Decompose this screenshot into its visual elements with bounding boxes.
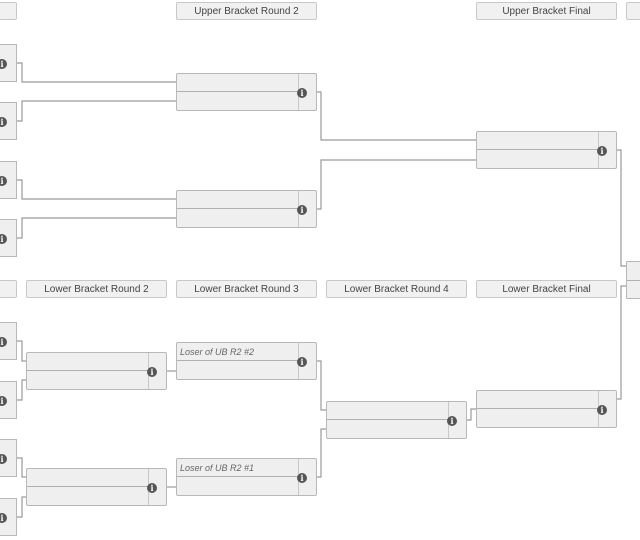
lb-round3-header: Lower Bracket Round 3 xyxy=(176,280,317,298)
lb-r1-match-2[interactable] xyxy=(0,381,17,419)
team-slot-placeholder[interactable]: Loser of UB R2 #1 xyxy=(177,459,299,477)
team-slot[interactable] xyxy=(177,191,299,209)
lb-r3-match-2[interactable]: Loser of UB R2 #1 xyxy=(176,458,317,496)
lb-r1-match-4[interactable] xyxy=(0,498,17,536)
info-icon[interactable] xyxy=(297,88,307,98)
ub-r2-match-1[interactable] xyxy=(176,73,317,111)
ub-final-match[interactable] xyxy=(476,131,617,169)
ub-r1-match-1[interactable] xyxy=(0,44,17,82)
ub-r1-match-3[interactable] xyxy=(0,161,17,199)
info-icon[interactable] xyxy=(0,59,7,69)
ub-round2-header: Upper Bracket Round 2 xyxy=(176,2,317,20)
lb-r2-match-2[interactable] xyxy=(26,468,167,506)
lb-r3-match-1[interactable]: Loser of UB R2 #2 xyxy=(176,342,317,380)
info-icon[interactable] xyxy=(297,357,307,367)
team-slot[interactable] xyxy=(327,420,449,438)
lb-r1-match-1[interactable] xyxy=(0,322,17,360)
lb-r4-match[interactable] xyxy=(326,401,467,439)
lb-round2-header: Lower Bracket Round 2 xyxy=(26,280,167,298)
team-slot[interactable] xyxy=(27,371,149,389)
lb-final-match[interactable] xyxy=(476,390,617,428)
team-slot[interactable] xyxy=(27,469,149,487)
team-slot[interactable] xyxy=(627,262,640,281)
team-slot[interactable] xyxy=(327,402,449,420)
team-slot[interactable] xyxy=(477,391,599,409)
info-icon[interactable] xyxy=(0,513,7,523)
lb-final-header: Lower Bracket Final xyxy=(476,280,617,298)
info-icon[interactable] xyxy=(0,396,7,406)
info-icon[interactable] xyxy=(447,416,457,426)
team-slot[interactable] xyxy=(477,132,599,150)
info-icon[interactable] xyxy=(147,367,157,377)
info-icon[interactable] xyxy=(597,146,607,156)
info-icon[interactable] xyxy=(0,117,7,127)
info-icon[interactable] xyxy=(297,473,307,483)
team-slot[interactable] xyxy=(27,487,149,505)
info-icon[interactable] xyxy=(597,405,607,415)
team-slot[interactable] xyxy=(477,150,599,168)
info-icon[interactable] xyxy=(147,483,157,493)
ub-round3-header-empty xyxy=(326,2,467,20)
team-slot[interactable] xyxy=(177,92,299,110)
team-slot[interactable] xyxy=(177,74,299,92)
lb-r1-match-3[interactable] xyxy=(0,439,17,477)
team-slot[interactable] xyxy=(177,477,299,495)
lb-r2-match-1[interactable] xyxy=(26,352,167,390)
team-slot-placeholder[interactable]: Loser of UB R2 #2 xyxy=(177,343,299,361)
grand-final-match[interactable] xyxy=(626,261,640,299)
lb-round4-header: Lower Bracket Round 4 xyxy=(326,280,467,298)
team-slot[interactable] xyxy=(27,353,149,371)
team-slot[interactable] xyxy=(177,209,299,227)
ub-r1-match-4[interactable] xyxy=(0,219,17,257)
grand-final-header-edge xyxy=(626,2,640,20)
info-icon[interactable] xyxy=(0,176,7,186)
lb-round1-header-edge xyxy=(0,280,17,298)
ub-round1-header-edge xyxy=(0,2,17,20)
info-icon[interactable] xyxy=(0,454,7,464)
ub-r2-match-2[interactable] xyxy=(176,190,317,228)
team-slot[interactable] xyxy=(477,409,599,427)
info-icon[interactable] xyxy=(0,337,7,347)
ub-r1-match-2[interactable] xyxy=(0,102,17,140)
info-icon[interactable] xyxy=(297,205,307,215)
ub-final-header: Upper Bracket Final xyxy=(476,2,617,20)
info-icon[interactable] xyxy=(0,234,7,244)
team-slot[interactable] xyxy=(177,361,299,379)
